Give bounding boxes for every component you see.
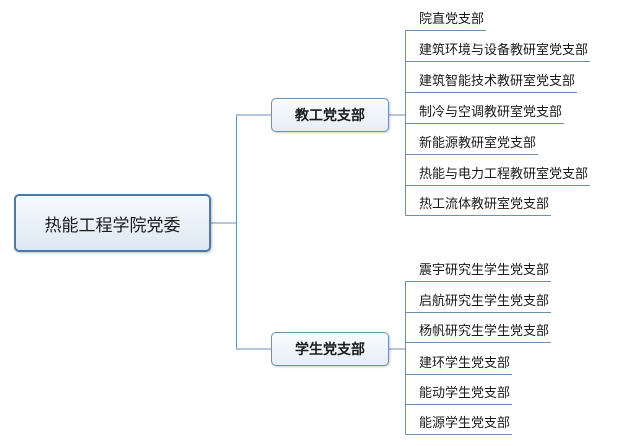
leaf-node[interactable]: 启航研究生学生党支部: [419, 294, 550, 309]
leaf-node[interactable]: 制冷与空调教研室党支部: [419, 105, 563, 120]
leaf-node[interactable]: 震宇研究生学生党支部: [419, 263, 550, 278]
leaf-node[interactable]: 院直党支部: [419, 12, 485, 27]
leaf-node[interactable]: 建筑智能技术教研室党支部: [419, 74, 576, 89]
leaf-node[interactable]: 建环学生党支部: [419, 356, 511, 371]
root-node[interactable]: 热能工程学院党委: [14, 194, 211, 252]
leaf-node[interactable]: 能源学生党支部: [419, 416, 511, 431]
leaf-node[interactable]: 能动学生党支部: [419, 386, 511, 401]
leaf-node[interactable]: 热工流体教研室党支部: [419, 197, 550, 212]
leaf-node[interactable]: 热能与电力工程教研室党支部: [419, 167, 589, 182]
leaf-node[interactable]: 新能源教研室党支部: [419, 136, 537, 151]
branch-node-staff[interactable]: 教工党支部: [271, 98, 389, 132]
leaf-node[interactable]: 杨帆研究生学生党支部: [419, 324, 550, 339]
leaf-node[interactable]: 建筑环境与设备教研室党支部: [419, 43, 589, 58]
branch-node-students[interactable]: 学生党支部: [271, 332, 389, 366]
